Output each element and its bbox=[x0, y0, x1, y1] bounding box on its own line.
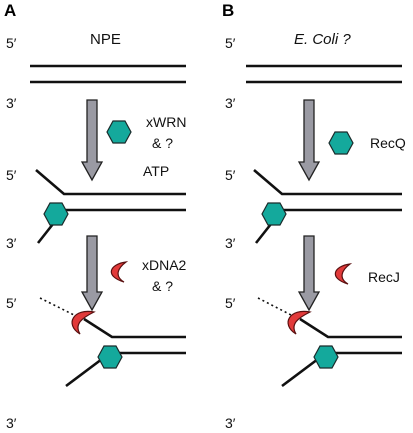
panel-a-degraded-strand bbox=[39, 297, 77, 317]
panel-a-fork-helicase-icon bbox=[43, 202, 69, 226]
panel-b-resected-top-strand bbox=[299, 317, 402, 339]
panel-a-stage1-5prime: 5′ bbox=[6, 35, 17, 51]
panel-b-stage3-5prime: 5′ bbox=[225, 295, 236, 311]
panel-b-bound-helicase-icon bbox=[313, 345, 339, 369]
panel-a-fork-top-strand bbox=[35, 169, 186, 196]
panel-a-stage2-3prime: 3′ bbox=[6, 235, 17, 251]
panel-b-stage2-5prime: 5′ bbox=[225, 167, 236, 183]
panel-b-fork-helicase-icon bbox=[261, 202, 287, 226]
panel-a-nuclease-icon bbox=[110, 261, 129, 283]
panel-a-stage3-5prime: 5′ bbox=[6, 295, 17, 311]
panel-a-step1-label-3: ATP bbox=[143, 163, 169, 179]
panel-a-arrow-2 bbox=[80, 235, 104, 312]
panel-b-stage1-5prime: 5′ bbox=[225, 35, 236, 51]
panel-a-stage3-3prime: 3′ bbox=[6, 415, 17, 431]
panel-a-bound-helicase-icon bbox=[97, 345, 123, 369]
panel-b-nuclease-icon bbox=[334, 263, 353, 285]
panel-a-letter: A bbox=[4, 1, 16, 20]
panel-b: B E. Coli ? 5′ 3′ RecQ 5′ 3′ RecJ 5′ 3′ bbox=[222, 1, 406, 431]
panel-b-degraded-strand bbox=[257, 297, 294, 317]
panel-a: A NPE 5′ 3′ xWRN & ? ATP 5′ 3′ xDNA2 & ?… bbox=[4, 1, 187, 431]
panel-a-bound-nuclease-icon bbox=[71, 310, 96, 335]
panel-a-title: NPE bbox=[90, 31, 121, 48]
panel-a-helicase-icon bbox=[106, 120, 132, 144]
panel-b-stage1-3prime: 3′ bbox=[225, 95, 236, 111]
panel-b-arrow-2 bbox=[297, 235, 321, 312]
panel-a-step2-label-2: & ? bbox=[152, 278, 173, 294]
panel-b-arrow-1 bbox=[297, 99, 321, 182]
panel-b-letter: B bbox=[222, 1, 234, 20]
panel-a-step1-label-2: & ? bbox=[152, 135, 173, 151]
panel-b-step2-label: RecJ bbox=[368, 269, 400, 285]
panel-a-step2-label-1: xDNA2 bbox=[142, 257, 187, 273]
panel-b-stage2-3prime: 3′ bbox=[225, 235, 236, 251]
panel-a-stage2-5prime: 5′ bbox=[6, 167, 17, 183]
panel-b-helicase-icon bbox=[328, 131, 354, 155]
panel-b-resected-bottom-strand bbox=[281, 351, 402, 388]
panel-a-step1-label-1: xWRN bbox=[146, 114, 186, 130]
panel-a-resected-top-strand bbox=[83, 317, 186, 339]
panel-b-bound-nuclease-icon bbox=[287, 310, 312, 335]
panel-a-arrow-1 bbox=[80, 99, 104, 182]
panel-b-step1-label: RecQ bbox=[370, 135, 406, 151]
panel-b-fork-top-strand bbox=[253, 169, 402, 196]
panel-a-stage1-3prime: 3′ bbox=[6, 95, 17, 111]
panel-b-stage3-3prime: 3′ bbox=[225, 415, 236, 431]
panel-a-resected-bottom-strand bbox=[65, 351, 186, 388]
panel-b-title: E. Coli ? bbox=[294, 31, 351, 48]
